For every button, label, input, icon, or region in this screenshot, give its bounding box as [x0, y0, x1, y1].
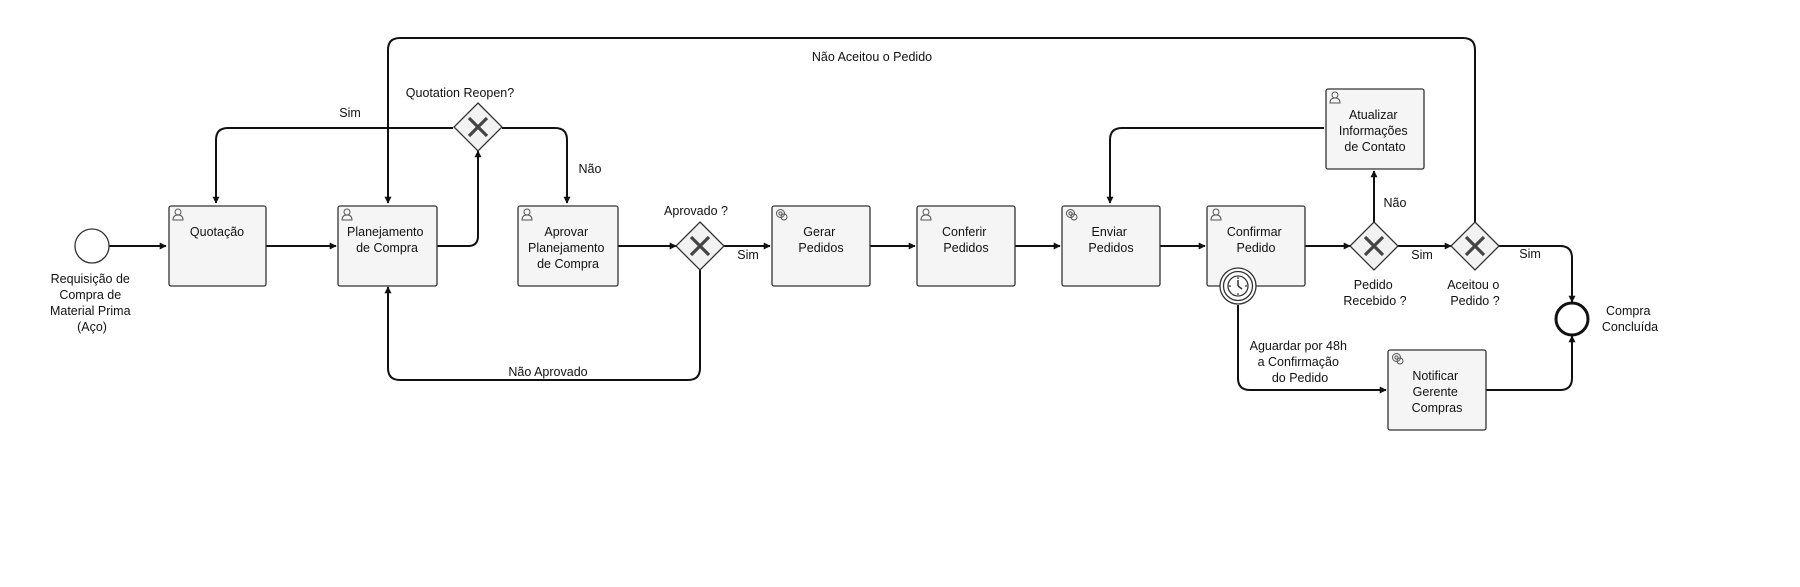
sequence-flows	[109, 37, 1576, 394]
start-event[interactable]	[74, 228, 110, 264]
gateway-recebido-label: Pedido Recebido ?	[1343, 278, 1406, 308]
flow-label-sim-recebido: Sim	[1411, 248, 1433, 262]
task-quotacao[interactable]: Quotação	[168, 205, 267, 287]
flow-label-nao-aprovado: Não Aprovado	[508, 365, 587, 379]
clock-icon	[1227, 275, 1249, 297]
task-quotacao-label: Quotação	[190, 225, 244, 239]
gateway-reopen-label: Quotation Reopen?	[406, 86, 514, 100]
gateway-aceitou[interactable]	[1450, 221, 1500, 271]
task-confirmar[interactable]: Confirmar Pedido	[1206, 205, 1306, 287]
flow-label-nao-reopen: Não	[579, 162, 602, 176]
flow-reopen-nao-to-aprovar[interactable]	[502, 127, 571, 204]
task-atualizar-label: Atualizar Informações de Contato	[1339, 108, 1411, 154]
x-mark-icon	[1363, 235, 1385, 257]
task-aprovar[interactable]: Aprovar Planejamento de Compra	[517, 205, 619, 287]
start-event-label: Requisição de Compra de Material Prima (…	[50, 272, 134, 334]
gateway-aceitou-label: Aceitou o Pedido ?	[1447, 278, 1503, 308]
task-notificar[interactable]: Notificar Gerente Compras	[1387, 349, 1487, 431]
flow-aprovado-nao-to-planejamento[interactable]	[384, 270, 701, 381]
gateway-aprovado-label: Aprovado ?	[664, 204, 728, 218]
flow-label-nao-recebido: Não	[1384, 196, 1407, 210]
gateway-reopen[interactable]	[453, 102, 503, 152]
flow-label-nao-aceitou: Não Aceitou o Pedido	[812, 50, 932, 64]
timer-boundary-event[interactable]	[1219, 267, 1257, 305]
flow-planejamento-to-reopen[interactable]	[437, 150, 482, 247]
x-mark-icon	[689, 235, 711, 257]
flow-reopen-sim-to-quotacao[interactable]	[212, 127, 453, 204]
flow-notificar-to-end[interactable]	[1486, 335, 1576, 391]
task-planejamento-label: Planejamento de Compra	[347, 225, 427, 255]
task-conferir[interactable]: Conferir Pedidos	[916, 205, 1016, 287]
end-event[interactable]	[1554, 301, 1590, 337]
end-event-label: Compra Concluída	[1602, 304, 1658, 334]
gateway-recebido[interactable]	[1349, 221, 1399, 271]
flow-timer-to-notificar[interactable]	[1237, 305, 1387, 394]
task-conferir-label: Conferir Pedidos	[942, 225, 990, 255]
flow-atualizar-to-enviar[interactable]	[1106, 127, 1324, 204]
flow-aceitou-sim-to-end[interactable]	[1499, 245, 1576, 303]
task-aprovar-label: Aprovar Planejamento de Compra	[528, 225, 608, 271]
task-enviar-label: Enviar Pedidos	[1088, 225, 1133, 255]
flow-label-sim-reopen: Sim	[339, 106, 361, 120]
task-gerar-label: Gerar Pedidos	[798, 225, 843, 255]
task-confirmar-label: Confirmar Pedido	[1227, 225, 1285, 255]
task-enviar[interactable]: Enviar Pedidos	[1061, 205, 1161, 287]
task-notificar-label: Notificar Gerente Compras	[1412, 369, 1463, 415]
task-atualizar[interactable]: Atualizar Informações de Contato	[1325, 88, 1425, 170]
flow-aceitou-nao-to-planejamento[interactable]	[384, 37, 1476, 222]
task-gerar[interactable]: Gerar Pedidos	[771, 205, 871, 287]
timer-event-label: Aguardar por 48h a Confirmação do Pedido	[1250, 339, 1351, 385]
task-planejamento[interactable]: Planejamento de Compra	[337, 205, 438, 287]
x-mark-icon	[467, 116, 489, 138]
gateway-aprovado[interactable]	[675, 221, 725, 271]
flow-label-sim-aprovado: Sim	[737, 248, 759, 262]
flow-label-sim-aceitou: Sim	[1519, 247, 1541, 261]
x-mark-icon	[1464, 235, 1486, 257]
